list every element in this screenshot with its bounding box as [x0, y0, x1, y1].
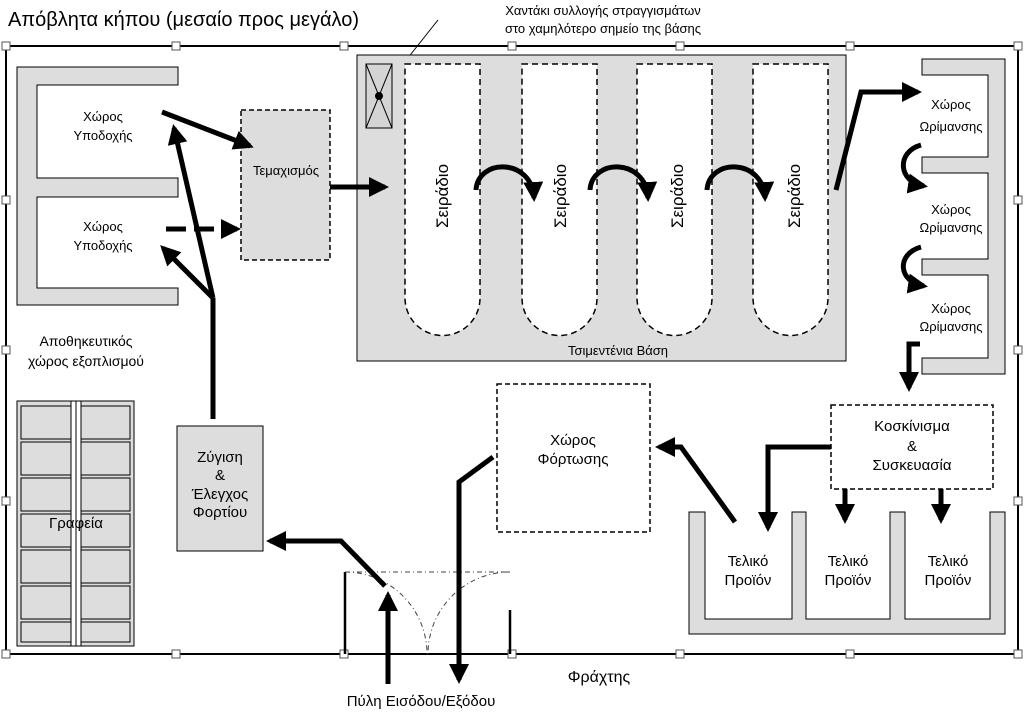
curing-area-wall [921, 58, 1006, 375]
final-product-label-1-line2: Προϊόν [725, 572, 772, 589]
loading-label-line2: Φόρτωσης [538, 451, 609, 468]
screening-label-line1: Κοσκίνισμα [874, 418, 950, 435]
gate-label: Πύλη Εισόδου/Εξόδου [347, 693, 496, 710]
weighing-label-line2: & [215, 467, 225, 484]
leachate-trench [365, 63, 393, 129]
weighing-label-line1: Ζύγιση [197, 449, 243, 466]
loading-area-box [496, 383, 651, 533]
storage-label-line2: χώρος εξοπλισμού [28, 353, 144, 369]
final-product-label-1-line1: Τελικό [728, 553, 769, 570]
arrow-windrows-to-curing [833, 82, 922, 191]
page-title: Απόβλητα κήπου (μεσαίο προς μεγάλο) [8, 9, 359, 31]
leachate-trench-label-line2: στο χαμηλότερο σημείο της βάσης [505, 21, 701, 36]
screening-label-line3: Συσκευασία [872, 457, 951, 474]
reception-label-2-line2: Υποδοχής [73, 238, 132, 253]
turn-arrow-1 [473, 164, 544, 202]
curing-label-2-line2: Ωρίμανσης [919, 220, 982, 235]
turn-arrow-2 [587, 164, 658, 202]
final-product-label-3-line1: Τελικό [928, 553, 969, 570]
turn-arrow-3 [704, 164, 775, 202]
arrow-reception-to-shredding-1 [161, 109, 254, 150]
curing-label-1-line1: Χώρος [931, 97, 971, 112]
weighing-box [176, 425, 264, 552]
concrete-base-label: Τσιμεντένια Βάση [568, 343, 668, 358]
windrow-1 [404, 63, 481, 337]
arrow-curing-to-screening [899, 341, 920, 392]
curing-label-3-line2: Ωρίμανσης [919, 319, 982, 334]
curing-label-1-line2: Ωρίμανσης [919, 119, 982, 134]
windrow-3 [636, 63, 713, 337]
windrow-2 [521, 63, 598, 337]
offices-block [16, 400, 135, 647]
arrow-product-to-loading [655, 437, 738, 524]
flow-arrows [160, 82, 951, 684]
windrow-label-4: Σειράδιο [785, 164, 804, 228]
arrow-gate-to-weighing [266, 531, 387, 588]
windrow-label-2: Σειράδιο [551, 164, 570, 228]
final-product-label-3-line2: Προϊόν [925, 572, 972, 589]
storage-label-line1: Αποθηκευτικός [39, 333, 132, 349]
arrow-to-reception-2 [160, 245, 215, 300]
final-product-label-2-line2: Προϊόν [825, 572, 872, 589]
leachate-trench-label-line1: Χαντάκι συλλογής στραγγισμάτων [505, 3, 701, 18]
windrow-4 [752, 63, 829, 337]
arrow-screening-to-product-1 [758, 444, 831, 532]
screening-label-line2: & [907, 438, 917, 455]
loading-label-line1: Χώρος [550, 432, 596, 449]
weighing-label-line3: Έλεγχος [191, 486, 249, 503]
reception-label-1-line1: Χώρος [83, 109, 123, 124]
weighing-label-line4: Φορτίου [193, 504, 247, 521]
offices-label: Γραφεία [49, 515, 103, 532]
curing-label-2-line1: Χώρος [931, 202, 971, 217]
arrow-to-reception-1 [167, 124, 216, 299]
shredding-label: Τεμαχισμός [253, 163, 319, 178]
reception-label-2-line1: Χώρος [83, 219, 123, 234]
arrow-loading-to-gate [449, 454, 495, 684]
entrance-gate [343, 571, 512, 655]
final-product-bays-wall [688, 511, 1006, 635]
final-product-label-2-line1: Τελικό [828, 553, 869, 570]
reception-area-wall [16, 66, 179, 306]
fence-label: Φράχτης [568, 669, 631, 686]
shredding-box [240, 109, 331, 261]
reception-label-1-line2: Υποδοχής [73, 128, 132, 143]
fence-boundary [1, 41, 1023, 659]
curing-label-3-line1: Χώρος [931, 301, 971, 316]
windrow-label-1: Σειράδιο [433, 164, 452, 228]
curing-turn-arrow-1 [900, 142, 928, 194]
curing-turn-arrow-2 [900, 244, 928, 294]
windrow-label-3: Σειράδιο [668, 164, 687, 228]
